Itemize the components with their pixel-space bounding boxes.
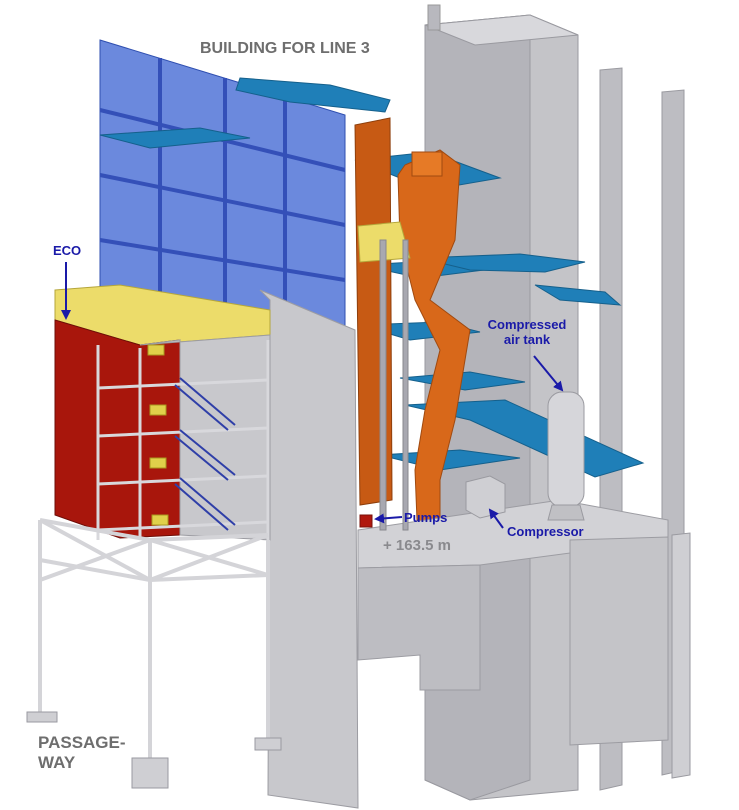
central-wall: [259, 289, 359, 809]
eco-label: ECO: [53, 243, 82, 258]
passageway-label-line2: WAY: [38, 753, 76, 772]
diagram-title: BUILDING FOR LINE 3: [200, 40, 370, 57]
floor-slab: [357, 499, 669, 746]
footings: [26, 711, 282, 789]
compressed-air-tank-label-line1: Compressed: [487, 317, 567, 332]
callout-arrows: [61, 262, 564, 529]
compressed-air-tank-label: Compressed air tank: [482, 317, 572, 347]
eco-block: [54, 284, 271, 541]
elevation-label: + 163.5 m: [383, 537, 451, 554]
support-frame: [38, 518, 270, 760]
glass-facade: [99, 39, 346, 331]
passageway-label-line1: PASSAGE-: [38, 733, 126, 752]
stairs: [174, 377, 236, 531]
compressor-unit: [465, 475, 506, 519]
vertical-pipes: [379, 239, 409, 531]
compressed-air-tank: [547, 391, 585, 521]
valves: [147, 344, 169, 526]
pumps-label: Pumps: [404, 510, 448, 525]
pump-unit: [359, 514, 373, 528]
passageway-label: PASSAGE- WAY: [38, 733, 126, 773]
compressed-air-tank-label-line2: air tank: [503, 332, 551, 347]
compressor-label: Compressor: [507, 524, 584, 539]
